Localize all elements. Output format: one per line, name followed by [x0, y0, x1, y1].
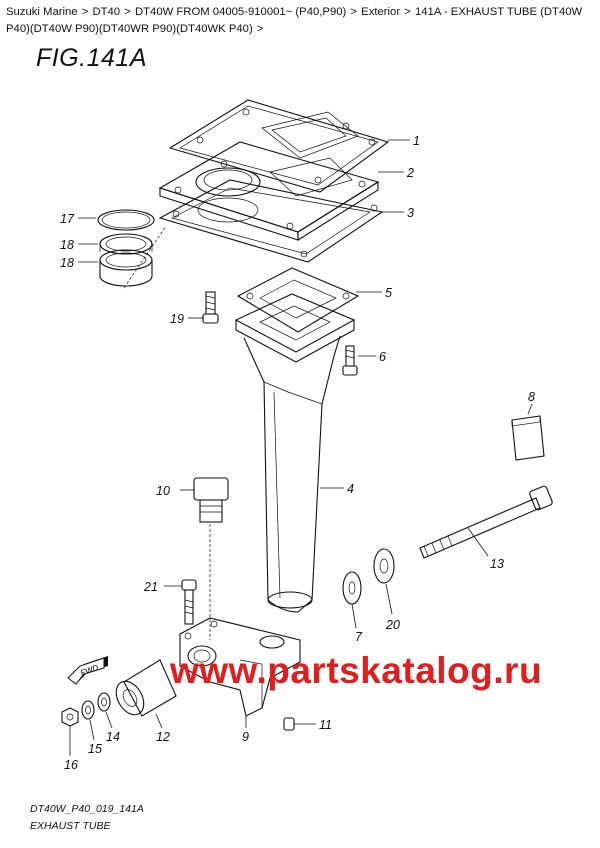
callout-3: 3 [407, 206, 414, 220]
callout-6: 6 [379, 350, 386, 364]
callout-8: 8 [528, 390, 535, 404]
callout-2: 2 [406, 166, 414, 180]
part-4-exhaust-tube[interactable] [234, 293, 356, 613]
breadcrumb-item-model[interactable]: DT40W FROM 04005-910001~ (P40,P90) [134, 6, 347, 18]
breadcrumb-item-dt40[interactable]: DT40 [92, 6, 121, 18]
figure-name: EXHAUST TUBE [30, 820, 111, 832]
breadcrumb-separator: > [81, 6, 89, 18]
breadcrumb-item-suzuki-marine[interactable]: Suzuki Marine [6, 6, 78, 18]
leader-lines [69, 139, 533, 756]
part-9-bracket[interactable] [179, 617, 301, 717]
callout-18-upper: 18 [60, 238, 74, 252]
callout-21: 21 [143, 580, 158, 594]
part-19-bolt[interactable] [202, 291, 219, 324]
callout-20: 20 [385, 618, 400, 632]
callout-14: 14 [106, 730, 120, 744]
callout-1: 1 [413, 134, 420, 148]
part-17-o-ring[interactable] [97, 209, 155, 231]
breadcrumb: Suzuki Marine > DT40 > DT40W FROM 04005-… [6, 4, 594, 38]
callout-15: 15 [88, 742, 102, 756]
callout-numbers: 1 2 3 5 6 4 7 8 9 10 11 12 13 14 15 16 1… [60, 134, 535, 772]
part-3-gasket[interactable] [158, 179, 384, 263]
part-16-nut[interactable] [61, 707, 79, 727]
part-20-washer[interactable] [373, 548, 395, 584]
part-10-plug[interactable] [193, 477, 229, 523]
breadcrumb-separator: > [256, 23, 264, 35]
callout-13: 13 [490, 557, 504, 571]
callout-17: 17 [60, 212, 75, 226]
part-18-seal-upper[interactable] [99, 233, 153, 255]
breadcrumb-separator: > [404, 6, 411, 18]
watermark: www.partskatalog.ru [170, 650, 543, 691]
callout-5: 5 [385, 286, 392, 300]
breadcrumb-item-exterior[interactable]: Exterior [361, 6, 401, 18]
callout-10: 10 [156, 484, 170, 498]
part-1-gasket[interactable] [168, 99, 390, 193]
breadcrumb-separator: > [124, 6, 131, 18]
callout-19: 19 [170, 312, 184, 326]
callout-9: 9 [242, 730, 249, 744]
callout-7: 7 [355, 630, 363, 644]
figure-code: DT40W_P40_019_141A [30, 803, 144, 815]
part-6-bolt[interactable] [342, 345, 358, 376]
breadcrumb-item-current: 141A - EXHAUST TUBE (DT40W P40)(DT40W P9… [6, 6, 583, 35]
breadcrumb-separator: > [350, 6, 358, 18]
part-8-cap[interactable] [511, 415, 545, 461]
callout-16: 16 [64, 758, 78, 772]
part-11-pin[interactable] [283, 717, 295, 731]
callout-4: 4 [347, 482, 354, 496]
part-14-washer[interactable] [97, 692, 111, 712]
part-21-bolt[interactable] [181, 579, 197, 625]
part-12-cylinder[interactable] [111, 659, 177, 720]
callout-12: 12 [156, 730, 170, 744]
callout-11: 11 [319, 718, 332, 732]
part-18-seal-lower[interactable] [99, 249, 153, 287]
fwd-direction-arrow-icon: FWD [67, 656, 108, 685]
part-7-washer[interactable] [342, 571, 362, 605]
figure-title: FIG.141A [36, 44, 147, 72]
part-2-plate[interactable] [158, 141, 380, 241]
part-13-long-bolt[interactable] [419, 485, 553, 559]
part-15-washer[interactable] [81, 700, 95, 720]
callout-18-lower: 18 [60, 256, 74, 270]
part-5-gasket[interactable] [236, 267, 360, 333]
